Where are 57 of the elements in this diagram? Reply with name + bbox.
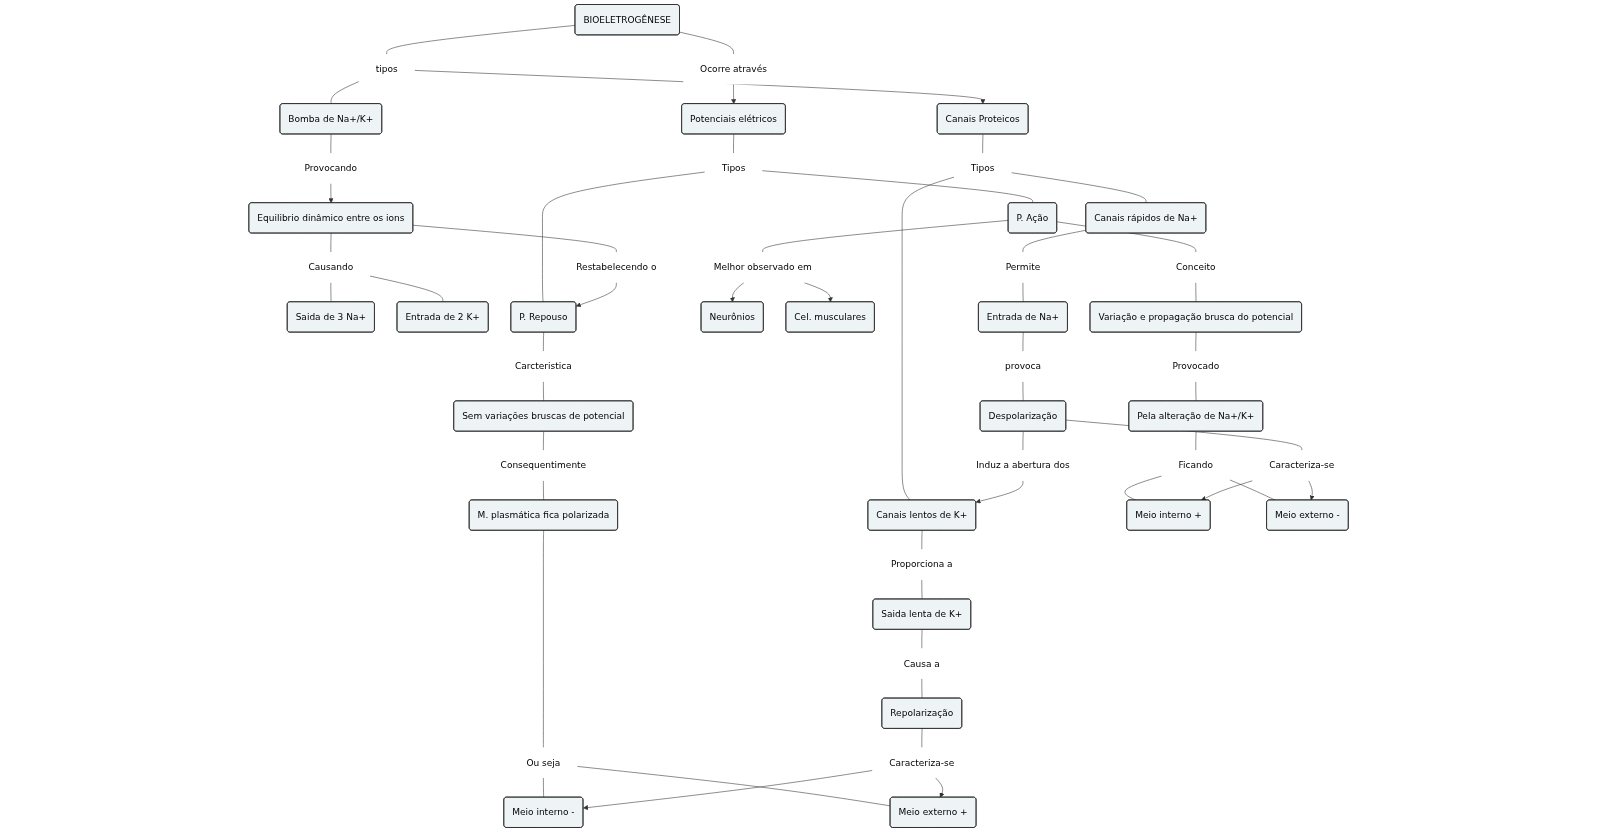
node-text: Causa a bbox=[903, 658, 940, 669]
node-text: Caracteriza-se bbox=[889, 757, 955, 768]
node-text: provoca bbox=[1004, 360, 1041, 372]
connector bbox=[679, 31, 734, 55]
connector bbox=[576, 766, 891, 807]
node-text: Provocado bbox=[1172, 360, 1220, 372]
connector bbox=[1022, 431, 1024, 451]
node-text: Tipos bbox=[970, 162, 995, 174]
node-text: Ficando bbox=[1178, 459, 1214, 471]
connector bbox=[543, 777, 544, 798]
connector bbox=[543, 332, 544, 352]
connector bbox=[543, 381, 544, 402]
connector bbox=[762, 220, 1009, 253]
connector bbox=[901, 176, 955, 501]
node-text: Proporciona a bbox=[891, 558, 953, 570]
connector bbox=[921, 728, 923, 748]
connector bbox=[1195, 282, 1197, 303]
node-text: Tipos bbox=[721, 162, 746, 174]
connector bbox=[1195, 431, 1197, 451]
connector bbox=[330, 233, 332, 253]
connector bbox=[1022, 282, 1024, 303]
node-text: tipos bbox=[375, 63, 398, 75]
connector bbox=[330, 81, 360, 105]
connector bbox=[543, 530, 544, 748]
connector bbox=[1195, 381, 1197, 402]
node-text: Provocando bbox=[304, 162, 358, 174]
connector bbox=[386, 25, 576, 55]
connector bbox=[921, 579, 923, 600]
node-text: Restabelecendo o bbox=[576, 261, 657, 273]
connector bbox=[369, 275, 444, 303]
node-text: Induz a abertura dos bbox=[976, 459, 1070, 471]
node-text: Carcteristica bbox=[515, 360, 572, 372]
node-text: Melhor observado em bbox=[713, 261, 812, 273]
connector bbox=[921, 629, 923, 649]
connector bbox=[1022, 229, 1087, 253]
connector bbox=[1022, 332, 1024, 352]
node-text: Conceito bbox=[1176, 261, 1216, 273]
connector bbox=[543, 431, 544, 451]
connector bbox=[412, 224, 617, 253]
node-text: Consequentimente bbox=[500, 459, 587, 471]
connector bbox=[330, 134, 332, 154]
node-text: Causando bbox=[308, 261, 354, 273]
connector bbox=[543, 480, 544, 501]
connector bbox=[1124, 475, 1162, 501]
connector bbox=[921, 530, 923, 550]
connector bbox=[1195, 332, 1197, 352]
connector bbox=[921, 678, 923, 699]
connector bbox=[1022, 381, 1024, 402]
connector bbox=[542, 171, 706, 303]
connector bbox=[982, 134, 984, 154]
connector bbox=[761, 170, 1033, 204]
connector bbox=[733, 134, 735, 154]
node-text: Ou seja bbox=[526, 757, 561, 768]
node-text: Permite bbox=[1005, 261, 1041, 273]
connector bbox=[330, 282, 332, 303]
connector bbox=[1011, 172, 1147, 204]
node-text: Caracteriza-se bbox=[1269, 459, 1335, 471]
